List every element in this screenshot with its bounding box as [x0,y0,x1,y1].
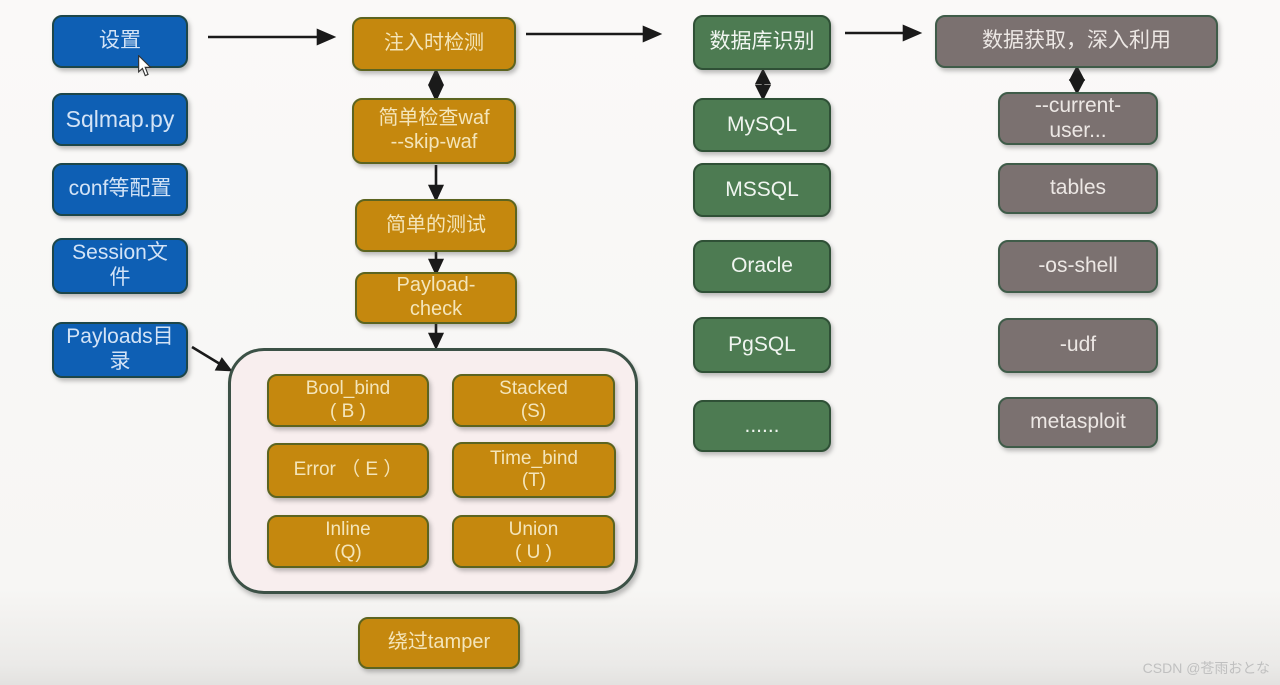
node-label: 注入时检测 [384,32,484,55]
node-label: 件 [109,266,131,289]
node-stacked: Stacked (S) [452,374,615,427]
node-bool-bind: Bool_bind ( B ) [267,374,429,427]
node-label: conf等配置 [68,177,172,201]
node-label: check [409,298,463,320]
node-pgsql: PgSQL [693,317,831,373]
arrow-test-to-payloadcheck [427,250,445,277]
node-label: ( B ) [330,400,366,422]
node-other-dbs: ...... [693,400,831,452]
node-label: (Q) [334,541,362,563]
node-label: metasploit [1030,410,1126,434]
node-mssql: MSSQL [693,163,831,217]
node-label: ...... [744,413,780,437]
node-label: (T) [521,470,547,491]
node-payloads-dir: Payloads目 录 [52,322,188,378]
arrow-payloadsdir-to-panel [191,345,233,372]
node-label: 简单的测试 [386,213,486,236]
node-session-file: Session文 件 [52,238,188,294]
node-label: MSSQL [725,177,799,201]
node-metasploit: metasploit [998,397,1158,448]
node-label: tables [1049,176,1107,200]
node-sqlmap-py: Sqlmap.py [52,93,188,146]
node-error: Error （ E ） [267,443,429,498]
node-settings: 设置 [52,15,188,68]
node-label: Payload- [396,274,476,297]
arrow-config-to-detect [208,28,337,46]
arrow-detect-waf-double [427,67,445,103]
node-label: Error （ E ） [293,459,403,481]
node-oracle: Oracle [693,240,831,293]
node-label: Payloads目 [66,325,174,349]
node-label: Session文 [72,241,168,265]
node-union: Union ( U ) [452,515,615,568]
arrow-detect-to-db [526,25,663,43]
mouse-cursor-icon [138,55,152,77]
node-label: --current- [1034,93,1122,117]
node-label: 简单检查waf [378,107,490,130]
node-label: ( U ) [515,541,552,563]
node-label: MySQL [726,112,797,136]
node-bypass-tamper: 绕过tamper [358,617,520,669]
node-tables: tables [998,163,1158,214]
node-payload-check: Payload- check [355,272,517,324]
node-label: -udf [1059,333,1097,357]
node-label: PgSQL [728,332,796,356]
node-simple-test: 简单的测试 [355,199,517,252]
node-label: (S) [520,400,547,422]
node-label: -os-shell [1038,254,1118,278]
arrow-exploit-currentuser-double [1068,65,1086,95]
node-label: 设置 [99,29,141,53]
node-data-exploit: 数据获取，深入利用 [935,15,1218,68]
node-mysql: MySQL [693,98,831,152]
node-conf-config: conf等配置 [52,163,188,216]
arrow-waf-to-test [427,165,445,203]
node-current-user: --current- user... [998,92,1158,145]
node-label: Bool_bind [305,378,391,400]
node-label: --skip-waf [390,131,478,153]
node-time-bind: Time_bind (T) [452,442,616,498]
node-inline: Inline (Q) [267,515,429,568]
node-label: Sqlmap.py [65,105,175,132]
arrow-db-to-exploit [845,24,923,42]
node-label: 绕过tamper [387,631,491,654]
node-label: 数据库识别 [709,30,815,54]
node-label: Time_bind [489,447,578,469]
node-label: 数据获取，深入利用 [982,29,1171,53]
node-check-waf: 简单检查waf --skip-waf [352,98,516,164]
node-label: 录 [109,350,131,373]
arrow-payloadcheck-to-panel [427,321,445,351]
node-label: Inline [325,519,371,541]
node-db-identify: 数据库识别 [693,15,831,70]
csdn-watermark: CSDN @苍雨おとな [1142,660,1270,676]
node-label: user... [1049,118,1107,142]
node-inject-detect: 注入时检测 [352,17,516,71]
node-os-shell: -os-shell [998,240,1158,293]
node-udf: -udf [998,318,1158,373]
arrow-db-mysql-double [754,68,772,101]
node-label: Oracle [731,254,793,278]
node-label: Stacked [499,378,568,400]
node-label: Union [508,519,559,541]
